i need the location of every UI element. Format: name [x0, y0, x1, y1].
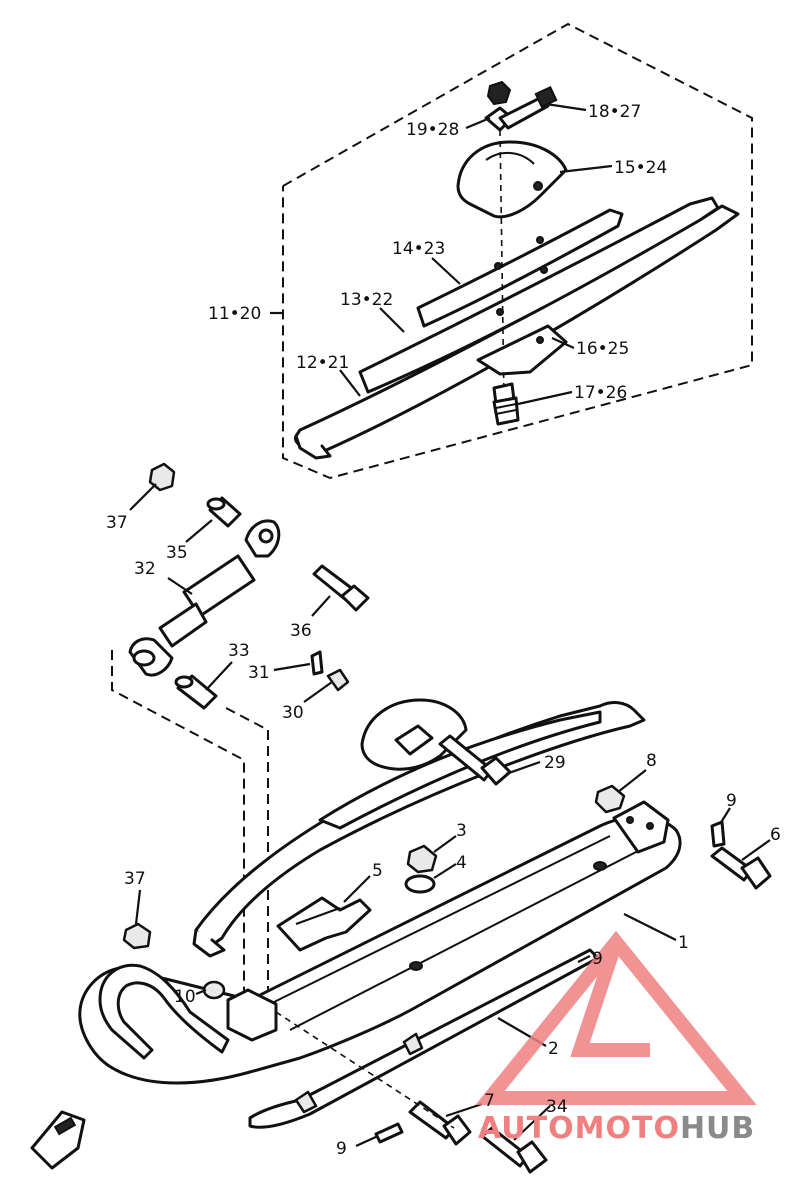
callout-17-26: 17•26: [574, 383, 627, 403]
callout-14-23: 14•23: [392, 239, 445, 259]
callout-7: 7: [484, 1091, 495, 1111]
callout-37-upper: 37: [106, 513, 128, 533]
main-leaf-inner: [318, 710, 602, 830]
callout-34: 34: [546, 1097, 568, 1117]
callout-labels: 19•28 18•27 15•24 14•23 13•22 11•20 16•2…: [106, 102, 781, 1159]
callout-9-middle: 9: [592, 949, 603, 969]
callout-13-22: 13•22: [340, 290, 393, 310]
ski-handle-loop: [98, 963, 230, 1060]
shock-absorber-32: [128, 519, 281, 677]
leaf-hole: [494, 262, 502, 270]
callout-18-27: 18•27: [588, 102, 641, 122]
bolt-18-27: [498, 85, 558, 130]
leaf-hole: [536, 236, 544, 244]
clamp-insert: [394, 724, 434, 756]
callout-11-20: 11•20: [208, 304, 261, 324]
bracket-edge: [295, 907, 341, 925]
ski-ridge: [269, 835, 611, 1005]
spring-plate-16-25: [476, 324, 568, 376]
pin-9-lower: [374, 1122, 404, 1144]
ski-bolt-hole: [593, 861, 607, 871]
ski-ridge-2: [289, 849, 641, 1031]
leaf-spring-13-22: [358, 196, 720, 394]
ski-rear-bracket: [612, 800, 670, 854]
watermark-triangle-icon: [475, 930, 757, 1105]
bushing-33: [174, 674, 218, 710]
runner-stud: [294, 1090, 318, 1114]
bracket-5: [276, 896, 372, 952]
nut-30: [326, 668, 350, 692]
callout-15-24: 15•24: [614, 158, 667, 178]
ski-assembly-group: [30, 462, 772, 1174]
bolt-29: [438, 734, 512, 786]
inset-leaf-spring-group: [282, 22, 753, 480]
watermark-text-hub: HUB: [680, 1111, 755, 1146]
bushing-35: [206, 496, 242, 528]
leaf-tip-curl: [294, 434, 332, 460]
callout-37-lower: 37: [124, 869, 146, 889]
pin-9-upper: [710, 820, 726, 848]
leaf-hole: [496, 308, 504, 316]
callout-9-upper: 9: [726, 791, 737, 811]
callout-6: 6: [770, 825, 781, 845]
callout-19-28: 19•28: [406, 120, 459, 140]
nut-8: [594, 784, 626, 814]
leaf-spring-14-23: [416, 208, 624, 328]
watermark-text-moto: MOTO: [575, 1111, 680, 1146]
callout-29: 29: [544, 753, 566, 773]
callout-9-lower: 9: [336, 1139, 347, 1159]
spring-clamp-15-24: [456, 140, 568, 219]
assembly-dashed-guide-2: [225, 707, 269, 731]
bolt-7: [408, 1100, 472, 1146]
callout-12-21: 12•21: [296, 353, 349, 373]
front-direction-arrow-icon: [30, 1110, 86, 1170]
nut-37-upper: [148, 462, 176, 492]
watermark-text-auto: AUTO: [478, 1111, 575, 1146]
clamp-edge: [485, 152, 535, 165]
callout-3: 3: [456, 821, 467, 841]
bolt-axis-line: [275, 1011, 455, 1129]
bolt-6: [710, 846, 772, 890]
main-leaf-curl: [192, 928, 226, 958]
callout-4: 4: [456, 853, 467, 873]
clamp-hole: [533, 181, 543, 191]
ski-bolt-hole-2: [409, 961, 423, 971]
svg-text:AUTOMOTOHUB: AUTOMOTOHUB: [478, 1111, 755, 1146]
callout-16-25: 16•25: [576, 339, 629, 359]
callout-8: 8: [646, 751, 657, 771]
bolt-36: [312, 564, 370, 612]
callout-31: 31: [248, 663, 270, 683]
washer-10: [202, 980, 226, 1000]
bolt-34: [480, 1126, 548, 1174]
watermark-logo: AUTOMOTOHUB: [475, 930, 757, 1146]
leaf-hole: [540, 266, 548, 274]
callout-10: 10: [174, 987, 196, 1007]
pin-31: [310, 650, 324, 676]
callout-33: 33: [228, 641, 250, 661]
callout-1: 1: [678, 933, 689, 953]
ski-front-bracket: [226, 988, 278, 1042]
callout-35: 35: [166, 543, 188, 563]
nut-3: [406, 844, 438, 874]
callout-32: 32: [134, 559, 156, 579]
runner-stud-2: [402, 1032, 424, 1056]
nut-37-lower: [122, 922, 152, 950]
washer-4: [404, 874, 436, 894]
bolt-17-26: [492, 382, 520, 426]
callout-30: 30: [282, 703, 304, 723]
callout-36: 36: [290, 621, 312, 641]
callout-5: 5: [372, 861, 383, 881]
inset-dashed-border: [282, 22, 753, 480]
callout-2: 2: [548, 1039, 559, 1059]
